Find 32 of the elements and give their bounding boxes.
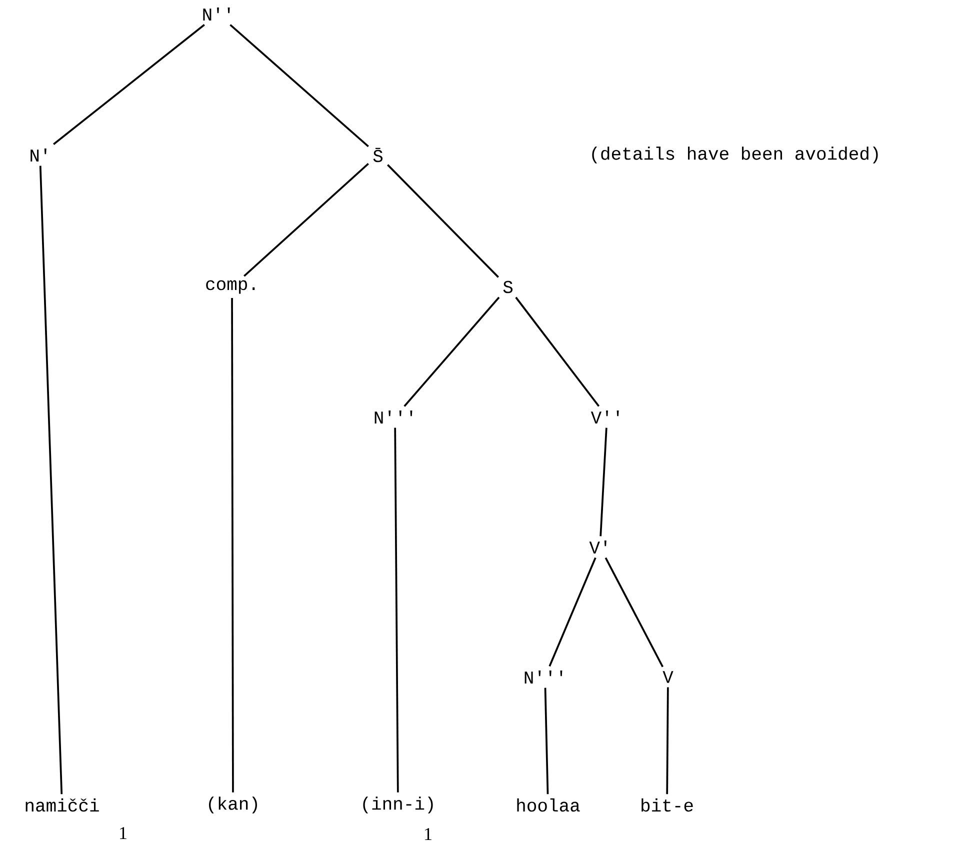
tree-label: N'' [203, 7, 230, 21]
tree-label: (inn-i) [363, 796, 433, 814]
tree-label: N''' [524, 670, 562, 684]
tree-label: (kan) [209, 796, 257, 814]
tree-label: bit-e [642, 798, 693, 812]
tree-label: namičči [26, 798, 99, 812]
tree-branch [600, 428, 608, 536]
tree-branch [515, 296, 600, 407]
tree-branch [387, 164, 499, 278]
tree-branch [666, 687, 669, 794]
note-text: (details have been avoided) [592, 146, 878, 164]
tree-branch [404, 296, 500, 407]
tree-branch [231, 298, 234, 792]
tree-label: V' [589, 540, 606, 554]
tree-branch [53, 24, 205, 145]
tree-branch [230, 24, 369, 148]
tree-label: N''' [374, 410, 412, 424]
subscript-index: 1 [425, 828, 432, 840]
tree-branch [604, 557, 664, 668]
tree-label: comp. [206, 280, 255, 294]
tree-label: V'' [590, 410, 619, 424]
tree-branch [394, 428, 399, 792]
tree-label: S̄ [373, 148, 383, 162]
tree-label: S [503, 280, 513, 294]
tree-label: N' [30, 148, 46, 162]
subscript-index: 1 [120, 827, 126, 839]
tree-branch [548, 557, 596, 667]
tree-branch [39, 166, 63, 794]
tree-branch [244, 163, 369, 277]
tree-branch [544, 688, 549, 794]
tree-label: V [662, 671, 674, 683]
tree-label: hoolaa [517, 798, 580, 812]
